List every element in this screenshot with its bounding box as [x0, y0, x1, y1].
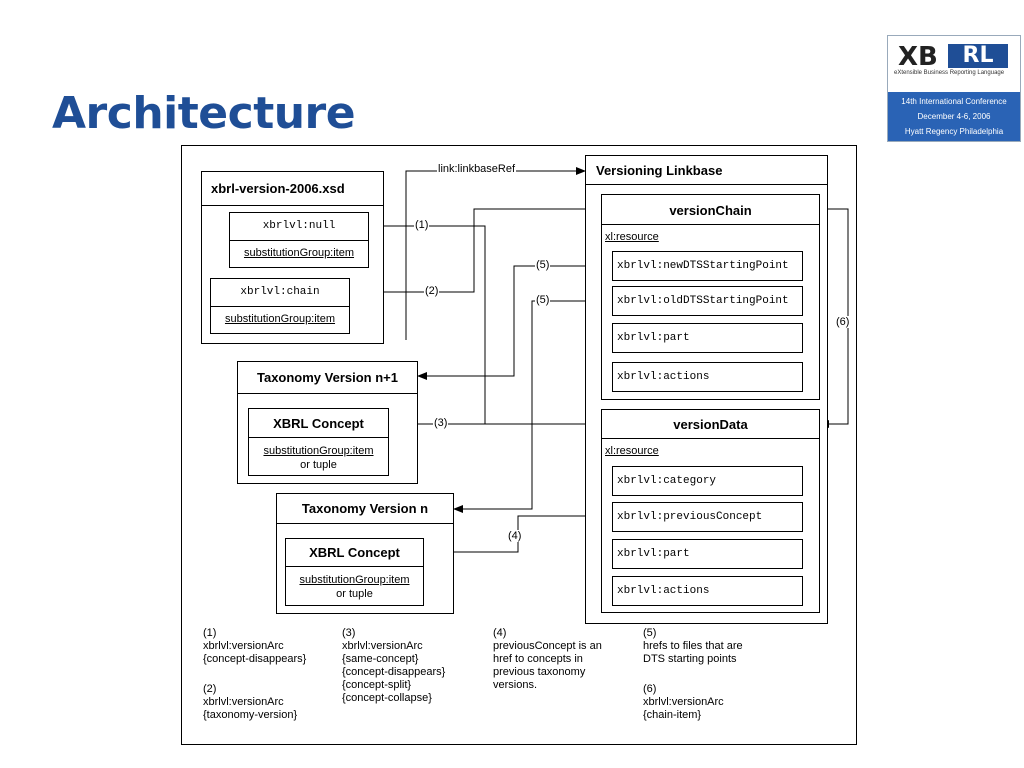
- label-linkbaseref: link:linkbaseRef: [437, 163, 517, 175]
- note-4: (4) previousConcept is an href to concep…: [493, 627, 602, 691]
- chain-item-actions: xbrlvl:actions: [612, 362, 803, 392]
- concept-n1-subgroup: substitutionGroup:item: [263, 445, 374, 457]
- divider: [230, 240, 368, 241]
- logo-brand-left: XB: [898, 42, 938, 72]
- label-arc-4: (4): [507, 530, 523, 542]
- label-arc-6: (6): [835, 316, 851, 328]
- conference-line-2: December 4-6, 2006: [917, 112, 991, 121]
- logo-brand-right: RL: [948, 44, 1008, 68]
- concept-n1-box: XBRL Concept substitutionGroup:item or t…: [248, 408, 389, 476]
- conference-line-1: 14th International Conference: [901, 97, 1007, 106]
- divider: [238, 393, 417, 394]
- concept-n-subgroup: substitutionGroup:item: [299, 574, 410, 586]
- note-6: (6) xbrlvl:versionArc {chain-item}: [643, 683, 724, 721]
- label-arc-1: (1): [414, 219, 430, 231]
- chain-element-name: xbrlvl:chain: [240, 286, 320, 298]
- conference-line-3: Hyatt Regency Philadelphia: [904, 127, 1004, 136]
- chain-item-new-dts: xbrlvl:newDTSStartingPoint: [612, 251, 803, 281]
- chain-item-old-dts: xbrlvl:oldDTSStartingPoint: [612, 286, 803, 316]
- divider: [602, 224, 819, 225]
- divider: [586, 184, 827, 185]
- xsd-title: xbrl-version-2006.xsd: [211, 181, 345, 196]
- version-chain-resource: xl:resource: [605, 231, 659, 243]
- divider: [249, 437, 388, 438]
- note-1: (1) xbrlvl:versionArc {concept-disappear…: [203, 627, 307, 665]
- divider: [202, 205, 383, 206]
- version-data-resource: xl:resource: [605, 445, 659, 457]
- diagram-frame: [181, 145, 857, 745]
- data-item-category: xbrlvl:category: [612, 466, 803, 496]
- note-3: (3) xbrlvl:versionArc {same-concept} {co…: [342, 627, 446, 704]
- label-arc-3: (3): [433, 417, 449, 429]
- arc-2: [350, 205, 602, 293]
- chain-element-box: xbrlvl:chain substitutionGroup:item: [210, 278, 350, 334]
- taxonomy-n1-title: Taxonomy Version n+1: [256, 370, 398, 385]
- divider: [211, 306, 349, 307]
- arc-5b: [453, 300, 612, 513]
- label-arc-5b: (5): [535, 294, 551, 306]
- arc-5a: [417, 265, 612, 380]
- concept-n-or: or tuple: [336, 588, 373, 600]
- label-arc-2: (2): [424, 285, 440, 297]
- xbrl-brand: XB RL eXtensible Business Reporting Lang…: [894, 42, 1012, 76]
- null-element-subgroup: substitutionGroup:item: [243, 247, 355, 259]
- data-item-actions: xbrlvl:actions: [612, 576, 803, 606]
- divider: [286, 566, 423, 567]
- version-chain-title: versionChain: [669, 203, 752, 218]
- divider: [602, 438, 819, 439]
- taxonomy-n-title: Taxonomy Version n: [301, 501, 429, 516]
- concept-n1-or: or tuple: [300, 459, 337, 471]
- xbrl-logo: XB RL eXtensible Business Reporting Lang…: [887, 35, 1021, 142]
- label-arc-5a: (5): [535, 259, 551, 271]
- concept-n1-title: XBRL Concept: [273, 416, 364, 431]
- null-element-name: xbrlvl:null: [262, 220, 336, 232]
- versioning-linkbase-title: Versioning Linkbase: [596, 163, 723, 178]
- arc-linkbaseref: [405, 167, 586, 340]
- chain-element-subgroup: substitutionGroup:item: [224, 313, 336, 325]
- note-2: (2) xbrlvl:versionArc {taxonomy-version}: [203, 683, 298, 721]
- conference-banner: 14th International Conference December 4…: [888, 92, 1020, 141]
- chain-item-part: xbrlvl:part: [612, 323, 803, 353]
- data-item-part: xbrlvl:part: [612, 539, 803, 569]
- version-data-title: versionData: [673, 417, 748, 432]
- logo-tagline: eXtensible Business Reporting Language: [894, 70, 1005, 76]
- concept-n-title: XBRL Concept: [309, 545, 400, 560]
- concept-n-box: XBRL Concept substitutionGroup:item or t…: [285, 538, 424, 606]
- page-title: Architecture: [52, 88, 356, 139]
- divider: [277, 523, 453, 524]
- null-element-box: xbrlvl:null substitutionGroup:item: [229, 212, 369, 268]
- data-item-previous-concept: xbrlvl:previousConcept: [612, 502, 803, 532]
- note-5: (5) hrefs to files that are DTS starting…: [643, 627, 743, 665]
